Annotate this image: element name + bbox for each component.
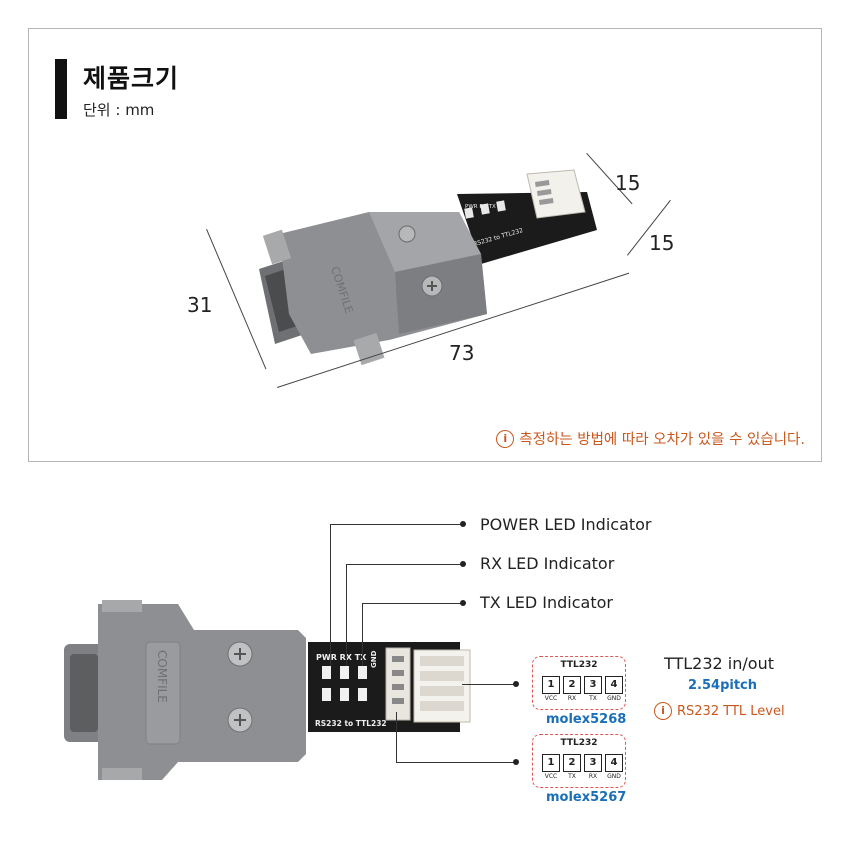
dim-height: 31	[187, 293, 213, 317]
product-image-top: PWR RX TX RS232 to TTL232 COMFILE	[259, 169, 597, 366]
dim-connector-depth: 15	[649, 231, 675, 255]
tx-led	[358, 666, 367, 679]
svg-text:RS232 to TTL232: RS232 to TTL232	[315, 719, 387, 728]
svg-text:PWR RX TX: PWR RX TX	[316, 653, 367, 662]
ttl-title: TTL232 in/out	[664, 654, 774, 673]
callout-rx-led: RX LED Indicator	[480, 554, 615, 573]
info-icon: i	[654, 702, 672, 720]
pin-label: VCC	[544, 695, 558, 702]
ttl-level-note: i RS232 TTL Level	[654, 702, 785, 720]
info-icon: i	[496, 429, 515, 448]
dim-length: 73	[449, 341, 475, 365]
pin-label: RX	[588, 773, 598, 780]
title-accent-bar	[55, 59, 67, 119]
pin-3: 3	[584, 676, 602, 694]
power-led	[322, 666, 331, 679]
page-title: 제품크기	[83, 64, 180, 93]
pitch-label: 2.54pitch	[688, 678, 758, 693]
dim-connector-width: 15	[615, 171, 641, 195]
pin-4: 4	[605, 676, 623, 694]
callout-tx-led: TX LED Indicator	[480, 593, 613, 612]
pin-1: 1	[542, 754, 560, 772]
screw-top	[398, 225, 416, 243]
pin-label: RX	[567, 695, 577, 702]
svg-text:GND: GND	[370, 650, 378, 668]
size-section: 제품크기 단위 : mm PWR RX TX RS232 to TTL232 C…	[28, 28, 822, 462]
pinout-molex5268: TTL232 1 2 3 4 VCC RX TX GND	[532, 656, 626, 710]
pinout-molex5267: TTL232 1 2 3 4 VCC TX RX GND	[532, 734, 626, 788]
rx-led	[340, 666, 349, 679]
pin-3: 3	[584, 754, 602, 772]
pin-label: TX	[589, 695, 597, 702]
pinout-heading: TTL232	[560, 738, 598, 748]
product-image-bottom: COMFILE PWR RX TX RS232 to TTL232 GND	[64, 600, 471, 780]
pin-label: TX	[568, 773, 576, 780]
molex5267-label: molex5267	[546, 790, 627, 805]
pinout-heading: TTL232	[560, 660, 598, 670]
svg-text:PWR RX TX: PWR RX TX	[465, 204, 496, 210]
pin-4: 4	[605, 754, 623, 772]
pin-label: GND	[607, 695, 621, 702]
measurement-note: i 측정하는 방법에 따라 오차가 있을 수 있습니다.	[496, 428, 805, 449]
callout-power-led: POWER LED Indicator	[480, 515, 652, 534]
svg-text:COMFILE: COMFILE	[155, 650, 169, 703]
db9-housing-side	[98, 604, 306, 780]
pin-1: 1	[542, 676, 560, 694]
pin-2: 2	[563, 754, 581, 772]
molex5268-label: molex5268	[546, 712, 627, 727]
molex-connector	[526, 169, 586, 219]
ttl-level-text: RS232 TTL Level	[677, 703, 785, 719]
unit-label: 단위 : mm	[83, 101, 155, 119]
pin-label: GND	[607, 773, 621, 780]
pin-label: VCC	[544, 773, 558, 780]
measurement-note-text: 측정하는 방법에 따라 오차가 있을 수 있습니다.	[519, 432, 805, 448]
pin-2: 2	[563, 676, 581, 694]
